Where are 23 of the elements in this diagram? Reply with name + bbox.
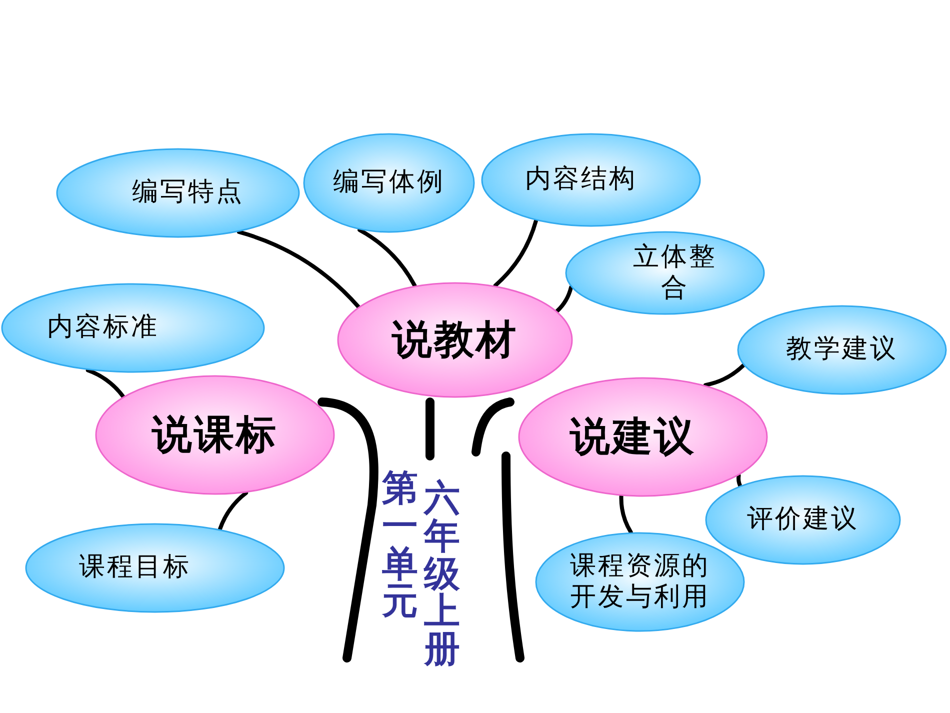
connector-line xyxy=(619,494,633,534)
vertical-label: 六年级上册 xyxy=(424,480,461,669)
subtopic-ellipse: 编写特点 xyxy=(56,148,300,238)
connector-line xyxy=(736,474,742,488)
connector-line xyxy=(704,363,746,388)
topic-ellipse: 说课标 xyxy=(95,375,335,495)
topic-ellipse: 说建议 xyxy=(518,377,768,497)
connector-line xyxy=(86,368,126,398)
connector-line xyxy=(218,490,248,532)
vertical-label: 第一单元 xyxy=(382,470,419,622)
connector-line xyxy=(237,230,360,309)
connector-line xyxy=(358,228,417,288)
subtopic-ellipse: 内容标准 xyxy=(1,283,265,373)
subtopic-ellipse: 内容结构 xyxy=(481,133,701,227)
subtopic-ellipse: 课程资源的开发与利用 xyxy=(535,532,745,632)
subtopic-ellipse: 编写体例 xyxy=(303,133,475,233)
subtopic-ellipse: 课程目标 xyxy=(25,523,285,613)
subtopic-ellipse: 教学建议 xyxy=(737,305,947,395)
topic-ellipse: 说教材 xyxy=(337,282,573,398)
subtopic-ellipse: 评价建议 xyxy=(705,475,901,565)
connector-line xyxy=(555,285,574,313)
connector-line xyxy=(493,218,538,288)
subtopic-ellipse: 立体整合 xyxy=(565,231,765,315)
